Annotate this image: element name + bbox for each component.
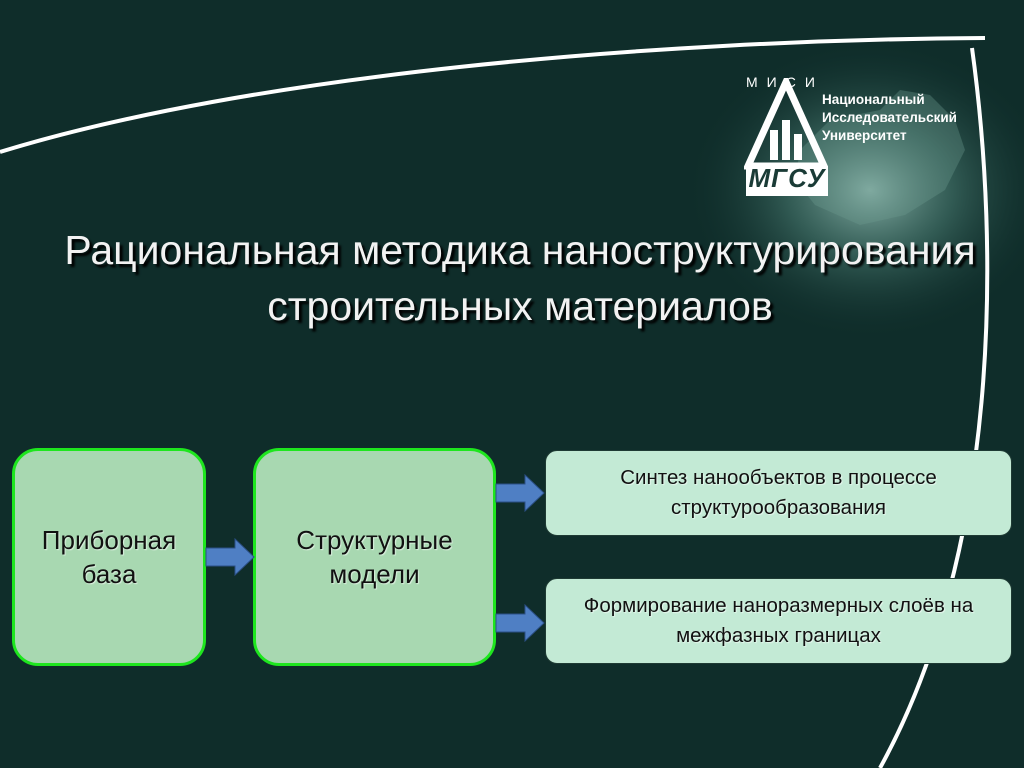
arrow-right-icon	[495, 474, 545, 512]
logo-line-1: Национальный	[822, 92, 925, 107]
arrow-right-icon	[205, 538, 255, 576]
logo-emblem-icon	[744, 78, 828, 170]
box-instrument-base: Приборная база	[12, 448, 206, 666]
slide-title: Рациональная методика наноструктурирован…	[64, 227, 976, 329]
box-nanolayer-formation: Формирование наноразмерных слоёв на межф…	[545, 578, 1012, 664]
box-structural-models-label: Структурные модели	[296, 525, 453, 589]
logo-misi-text: МИСИ	[746, 74, 824, 90]
box-instrument-base-label: Приборная база	[41, 525, 177, 589]
university-logo: МИСИ Национальный Исследовательский Унив…	[740, 68, 970, 198]
box-nano-synthesis: Синтез нанообъектов в процессе структуро…	[545, 450, 1012, 536]
box-nano-synthesis-label: Синтез нанообъектов в процессе структуро…	[620, 466, 937, 519]
top-curve-line	[0, 36, 986, 154]
arrow-right-icon	[495, 604, 545, 642]
logo-mgsu-box	[746, 166, 828, 196]
logo-line-2: Исследовательский	[822, 110, 957, 125]
right-curve-line	[878, 47, 990, 768]
map-silhouette	[795, 90, 965, 225]
logo-mgsu-text: МГСУ	[748, 163, 826, 193]
box-nanolayer-formation-label: Формирование наноразмерных слоёв на межф…	[583, 594, 974, 647]
logo-line-3: Университет	[822, 128, 907, 143]
box-structural-models: Структурные модели	[253, 448, 496, 666]
